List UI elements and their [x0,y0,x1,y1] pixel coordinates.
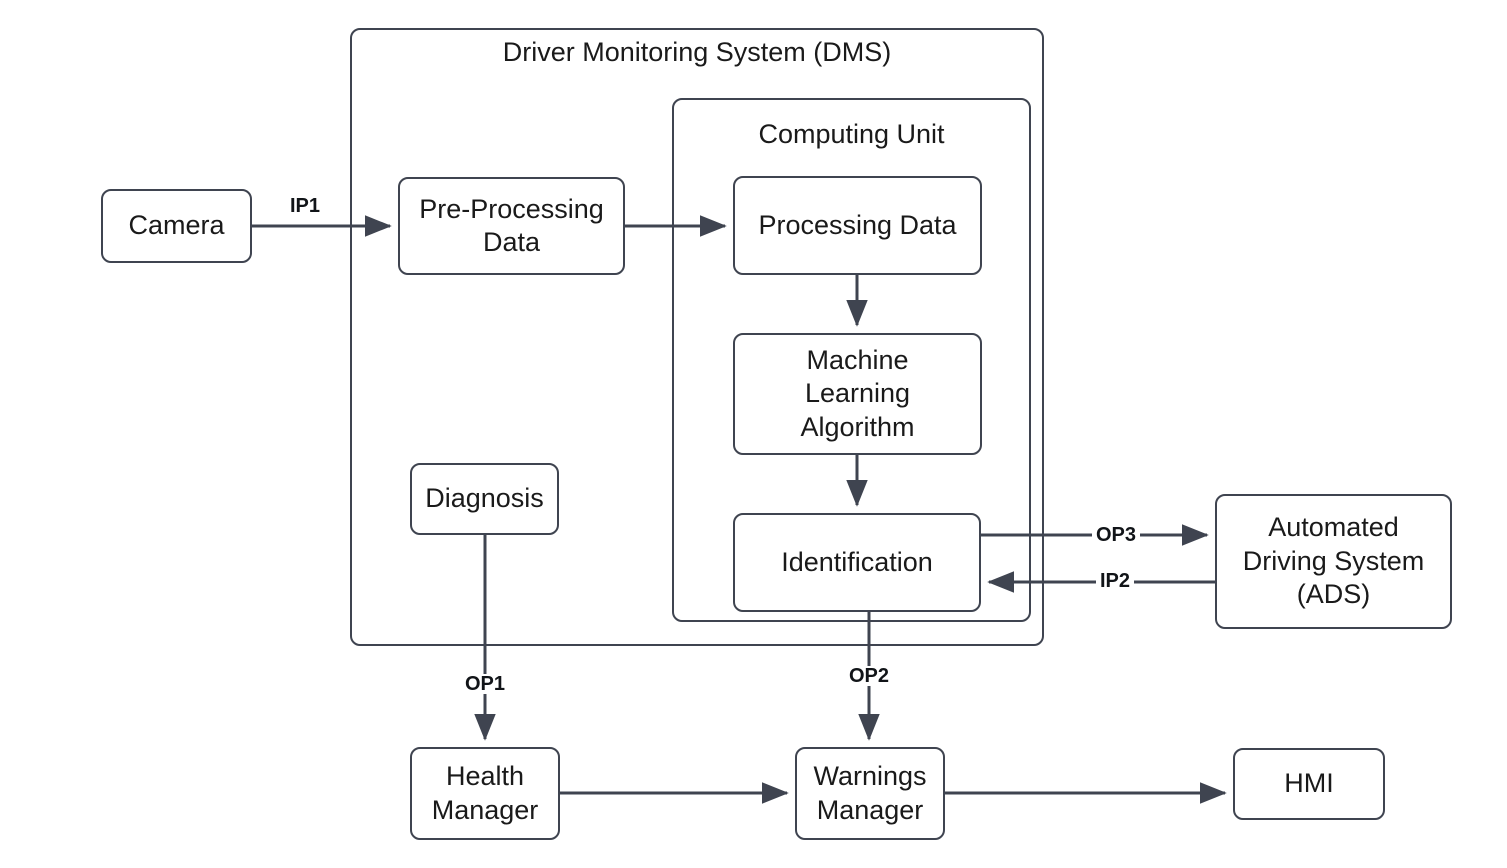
node-pre-processing-data[interactable]: Pre-Processing Data [398,177,625,275]
node-automated-driving-system[interactable]: Automated Driving System (ADS) [1215,494,1452,629]
container-title-dms: Driver Monitoring System (DMS) [502,37,892,67]
node-health-manager[interactable]: Health Manager [410,747,560,840]
node-hmi[interactable]: HMI [1233,748,1385,820]
node-camera[interactable]: Camera [101,189,252,263]
edge-label-op2: OP2 [845,666,894,686]
node-machine-learning-algorithm[interactable]: Machine Learning Algorithm [733,333,982,455]
container-driver-monitoring-system [350,28,1044,646]
edge-label-op1: OP1 [461,674,510,694]
node-warnings-manager[interactable]: Warnings Manager [795,747,945,840]
edge-label-op3: OP3 [1092,525,1141,545]
container-title-computing-unit: Computing Unit [758,119,945,149]
node-identification[interactable]: Identification [733,513,981,612]
node-diagnosis[interactable]: Diagnosis [410,463,559,535]
container-computing-unit [672,98,1031,622]
edge-label-ip2: IP2 [1096,571,1135,591]
edge-label-ip1: IP1 [286,196,325,216]
node-processing-data[interactable]: Processing Data [733,176,982,275]
